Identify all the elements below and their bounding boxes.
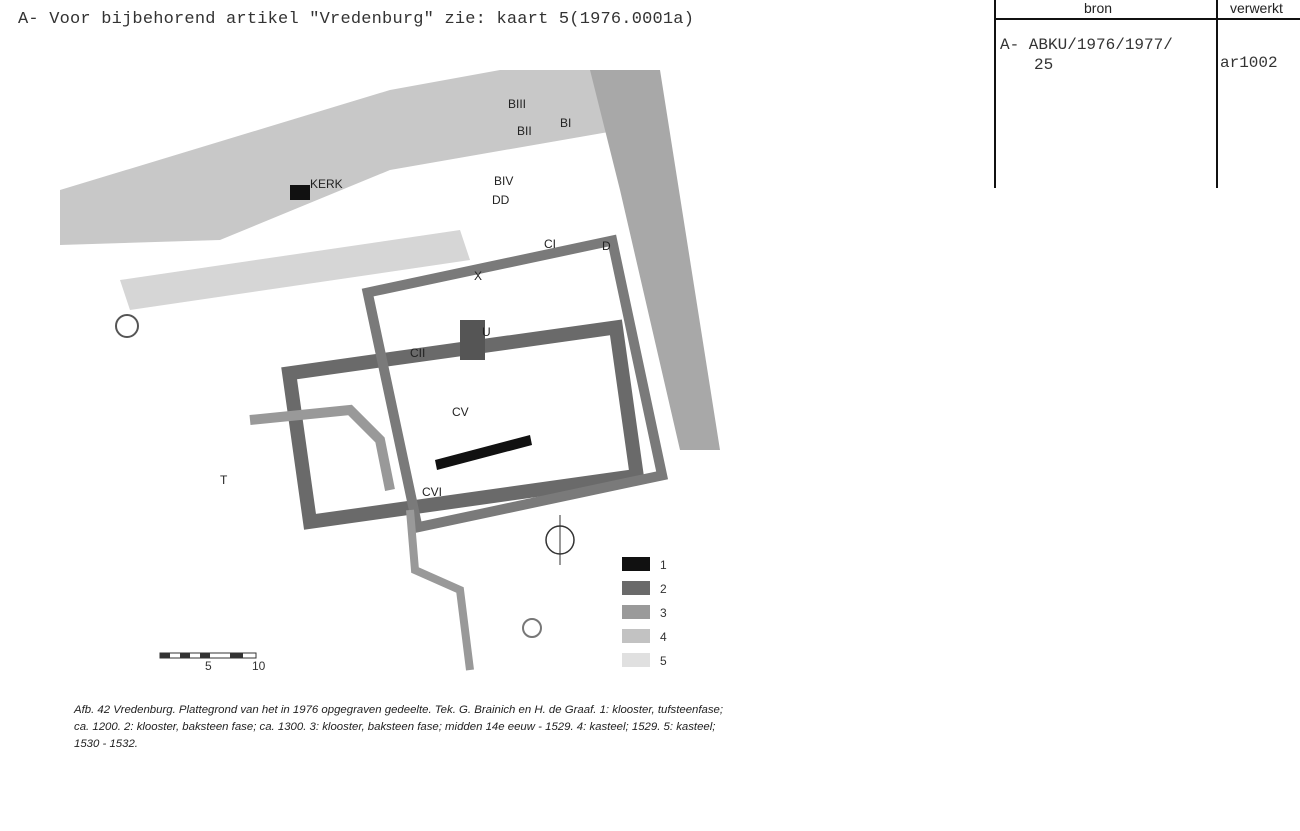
map-label-b1: BI <box>560 116 571 130</box>
map-legend: 1 2 3 4 5 <box>622 557 667 668</box>
map-label-c2: CII <box>410 346 425 360</box>
map-label-b3: BIII <box>508 97 526 111</box>
source-table: bron verwerkt A- ABKU/1976/1977/ 25 ar10… <box>994 0 1300 188</box>
map-label-u: U <box>482 325 491 339</box>
legend-swatch-5 <box>622 653 650 667</box>
legend-label: 1 <box>660 558 667 572</box>
map-label-b4: BIV <box>494 174 513 188</box>
map-well <box>115 314 139 338</box>
map-label-c6: CVI <box>422 485 442 499</box>
bron-value-line1: A- ABKU/1976/1977/ <box>1000 36 1173 54</box>
scale-label-10: 10 <box>252 659 266 673</box>
legend-label: 4 <box>660 630 667 644</box>
table-divider <box>994 0 996 188</box>
map-label-t: T <box>220 473 228 487</box>
map-area-east <box>590 70 720 450</box>
map-kerk-mark <box>290 185 310 200</box>
map-wall-black <box>435 435 532 470</box>
legend-label: 5 <box>660 654 667 668</box>
column-header-verwerkt: verwerkt <box>1230 0 1283 16</box>
map-label-x: X <box>474 269 482 283</box>
verwerkt-value: ar1002 <box>1220 54 1278 72</box>
map-well <box>522 618 542 638</box>
map-area-hatched <box>120 230 470 310</box>
table-divider <box>1216 0 1218 188</box>
column-header-bron: bron <box>1084 0 1113 16</box>
legend-label: 3 <box>660 606 667 620</box>
bron-value-line2: 25 <box>1034 56 1054 74</box>
map-label-b2: BII <box>517 124 532 138</box>
legend-swatch-4 <box>622 629 650 643</box>
scale-bar: 5 10 <box>159 652 266 673</box>
legend-swatch-2 <box>622 581 650 595</box>
table-header-line <box>994 18 1300 20</box>
header-note: A- Voor bijbehorend artikel "Vredenburg"… <box>18 10 695 29</box>
scale-label-5: 5 <box>205 659 212 673</box>
figure-caption: Afb. 42 Vredenburg. Plattegrond van het … <box>74 704 724 750</box>
map-label-c1: CI <box>544 237 556 251</box>
excavation-plan-map: KERK BIII BII BI BIV DD CI D X U CII CV … <box>60 70 720 673</box>
map-label-c5: CV <box>452 405 469 419</box>
map-label-kerk: KERK <box>310 177 343 191</box>
map-area-band <box>60 70 660 245</box>
legend-swatch-1 <box>622 557 650 571</box>
map-channel <box>249 404 395 491</box>
map-wall-inner <box>361 234 669 534</box>
legend-label: 2 <box>660 582 667 596</box>
map-label-d: D <box>602 239 611 253</box>
map-channel-south <box>406 509 474 671</box>
map-wall-outer <box>281 319 645 530</box>
map-u-block <box>460 320 485 360</box>
map-label-dd: DD <box>492 193 510 207</box>
legend-swatch-3 <box>622 605 650 619</box>
